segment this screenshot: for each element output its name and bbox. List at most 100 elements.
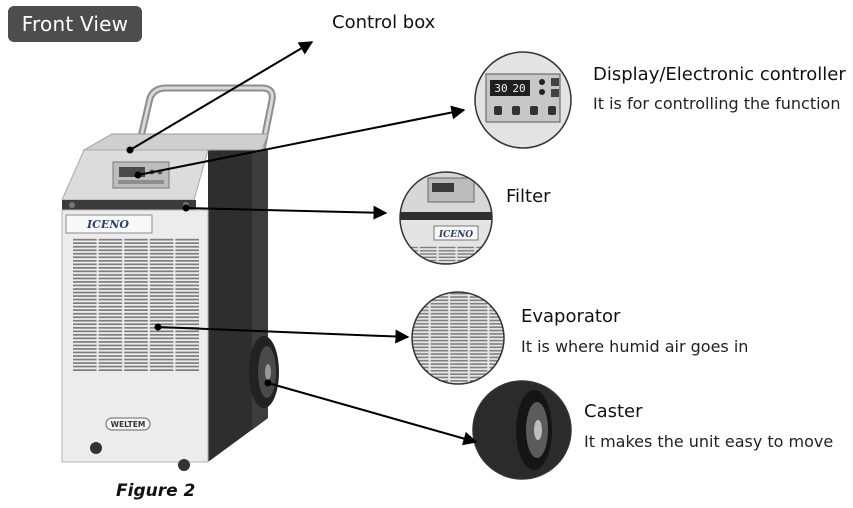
- vent-slat: [124, 238, 148, 241]
- display-inset: [475, 52, 571, 148]
- vent-slat: [430, 329, 449, 332]
- vent-slat: [450, 356, 468, 359]
- vent-slat: [98, 295, 123, 297]
- vent-slat: [73, 323, 97, 326]
- vent-slat: [430, 299, 449, 302]
- vent-slat: [419, 256, 437, 258]
- vent-slat: [412, 292, 429, 295]
- vent-slat: [124, 291, 148, 294]
- vent-slat: [175, 305, 199, 308]
- vent-slat: [149, 334, 174, 336]
- vent-slat: [450, 292, 468, 295]
- vent-slat: [469, 312, 488, 315]
- vent-slat: [430, 359, 449, 362]
- vent-slat: [175, 291, 199, 294]
- vent-slat: [489, 336, 504, 338]
- vent-slat: [73, 316, 97, 319]
- vent-slat: [469, 349, 488, 352]
- vent-slat: [98, 337, 123, 340]
- vent-slat: [469, 383, 488, 384]
- vent-slat: [489, 370, 504, 372]
- vent-slat: [98, 365, 123, 368]
- vent-slat: [469, 343, 488, 345]
- vent-slat: [412, 316, 429, 318]
- vent-slat: [175, 242, 199, 244]
- vent-slat: [175, 344, 199, 347]
- vent-slat: [98, 355, 123, 357]
- vent-slat: [401, 259, 418, 262]
- vent-slat: [489, 349, 504, 352]
- vent-slat: [98, 298, 123, 301]
- vent-slat: [73, 288, 97, 290]
- vent-slat: [175, 284, 199, 287]
- vent-slat: [149, 284, 174, 287]
- vent-slat: [149, 330, 174, 333]
- vent-slat: [412, 312, 429, 315]
- vent-slat: [430, 312, 449, 315]
- arrow-caster: [267, 382, 478, 446]
- vent-slat: [469, 370, 488, 372]
- vent-slat: [175, 245, 199, 248]
- vent-slat: [450, 296, 468, 298]
- vent-slat: [412, 366, 429, 369]
- vent-slat: [73, 330, 97, 333]
- front-foot-right: [178, 459, 190, 471]
- vent-slat: [430, 376, 449, 379]
- vent-slat: [98, 284, 123, 287]
- rear-wheel: [249, 336, 279, 408]
- vent-slat: [412, 319, 429, 322]
- vent-slat: [489, 353, 504, 355]
- vent-slat: [439, 266, 456, 267]
- vent-slat: [149, 351, 174, 354]
- vent-slat: [476, 266, 493, 267]
- vent-slat: [73, 327, 97, 329]
- vent-slat: [420, 266, 437, 267]
- vent-slat: [430, 336, 449, 338]
- vent-slat: [124, 319, 148, 322]
- vent-slat: [412, 326, 429, 328]
- vent-slat: [450, 366, 468, 369]
- vent-slat: [469, 359, 488, 362]
- vent-slat: [73, 245, 97, 248]
- vent-slat: [73, 256, 97, 259]
- vent-slat: [412, 296, 429, 298]
- vent-slat: [175, 362, 199, 364]
- vent-slat: [73, 309, 97, 311]
- vent-slat: [489, 346, 504, 349]
- vent-slat: [124, 267, 148, 269]
- vent-slat: [489, 376, 504, 379]
- vent-slat: [175, 267, 199, 269]
- vent-slat: [124, 245, 148, 248]
- vent-slat: [430, 339, 449, 342]
- vent-slat: [438, 246, 456, 249]
- vent-slat: [98, 358, 123, 361]
- vent-slat: [457, 266, 474, 267]
- vent-slat: [457, 253, 475, 255]
- vent-slat: [412, 356, 429, 359]
- vent-slat: [469, 356, 488, 359]
- vent-slat: [412, 336, 429, 338]
- vent-slat: [149, 267, 174, 269]
- vent-slat: [149, 309, 174, 311]
- vent-slat: [489, 380, 504, 382]
- caster-inset: [473, 381, 571, 479]
- vent-slat: [469, 376, 488, 379]
- vent-slat: [73, 263, 97, 266]
- vent-slat: [149, 252, 174, 255]
- vent-slat: [450, 306, 468, 308]
- vent-slat: [98, 252, 123, 255]
- vent-slat: [98, 288, 123, 290]
- vent-slat: [469, 353, 488, 355]
- vent-slat: [98, 334, 123, 336]
- vent-slat: [175, 323, 199, 326]
- vent-slat: [98, 274, 123, 276]
- vent-slat: [98, 344, 123, 347]
- vent-slat: [149, 245, 174, 248]
- vent-slat: [457, 250, 475, 252]
- vent-slat: [489, 329, 504, 332]
- vent-slat: [149, 256, 174, 259]
- vent-slat: [430, 373, 449, 375]
- vent-slat: [430, 306, 449, 308]
- vent-slat: [149, 341, 174, 343]
- vent-slat: [457, 263, 475, 264]
